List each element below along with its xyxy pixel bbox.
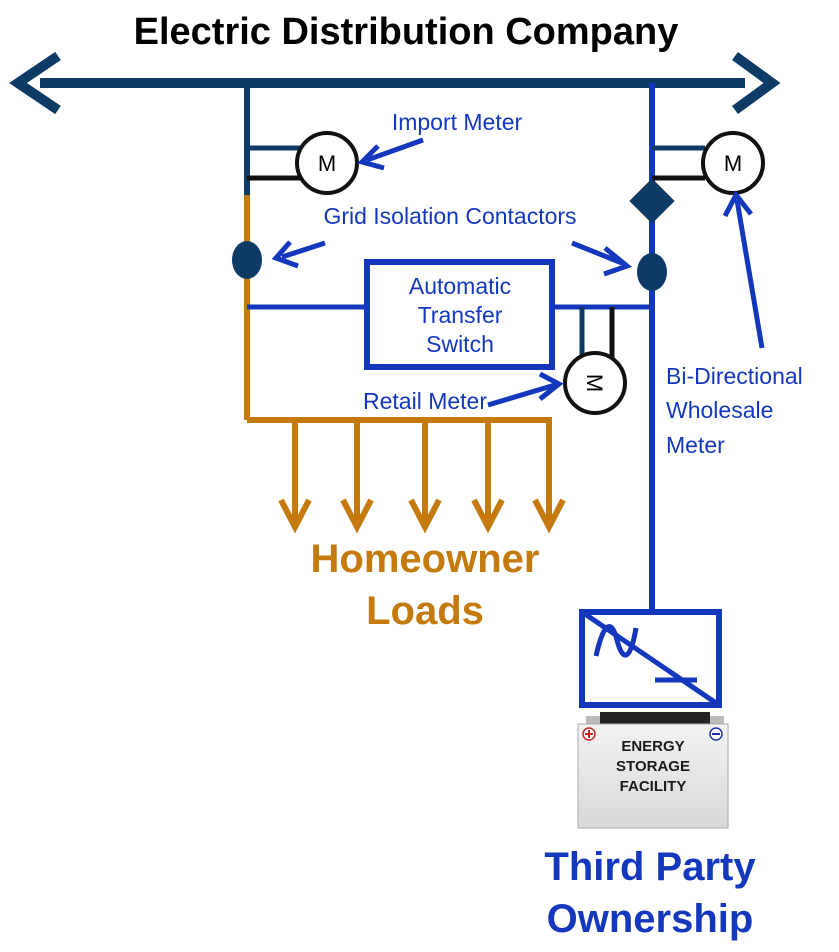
inverter-icon bbox=[579, 609, 722, 708]
automatic-transfer-switch: Automatic Transfer Switch bbox=[364, 259, 555, 370]
battery-label-line3: FACILITY bbox=[620, 778, 687, 795]
import-meter: M bbox=[295, 131, 359, 195]
battery-label-line1: ENERGY bbox=[621, 738, 684, 755]
retail-meter: M bbox=[563, 351, 627, 415]
wholesale-meter-node bbox=[629, 178, 675, 224]
import-meter-arrow bbox=[357, 137, 424, 171]
third-party-line1: Third Party bbox=[544, 845, 756, 889]
bidirectional-arrow bbox=[722, 190, 765, 349]
import-meter-symbol: M bbox=[318, 151, 336, 176]
energy-storage-battery: ENERGY STORAGE FACILITY bbox=[577, 712, 729, 829]
retail-meter-symbol: M bbox=[582, 374, 607, 392]
battery-label-line2: STORAGE bbox=[616, 758, 690, 775]
isolation-arrow-right bbox=[571, 240, 633, 277]
wholesale-meter-symbol: M bbox=[724, 151, 742, 176]
ats-label-line1: Automatic bbox=[409, 273, 511, 299]
isolation-arrow-left bbox=[271, 240, 326, 269]
bidirectional-label-line3: Meter bbox=[666, 432, 725, 458]
import-meter-label: Import Meter bbox=[392, 109, 523, 135]
third-party-line2: Ownership bbox=[547, 897, 754, 941]
grid-isolation-label: Grid Isolation Contactors bbox=[323, 203, 576, 229]
homeowner-loads-line1: Homeowner bbox=[311, 537, 540, 581]
distribution-bus bbox=[9, 51, 781, 115]
ats-label-line3: Switch bbox=[426, 331, 494, 357]
left-isolation-contactor bbox=[232, 241, 262, 279]
diagram-title: Electric Distribution Company bbox=[134, 11, 679, 53]
retail-meter-label: Retail Meter bbox=[363, 388, 487, 414]
retail-meter-arrow bbox=[487, 371, 564, 408]
homeowner-loads-line2: Loads bbox=[366, 589, 484, 633]
right-isolation-contactor bbox=[637, 253, 667, 291]
bidirectional-label-line2: Wholesale bbox=[666, 397, 773, 423]
homeowner-load-bus bbox=[247, 417, 566, 534]
wholesale-meter: M bbox=[701, 131, 765, 195]
right-feeder bbox=[649, 83, 705, 612]
bidirectional-label-line1: Bi-Directional bbox=[666, 363, 803, 389]
ats-label-line2: Transfer bbox=[418, 302, 503, 328]
